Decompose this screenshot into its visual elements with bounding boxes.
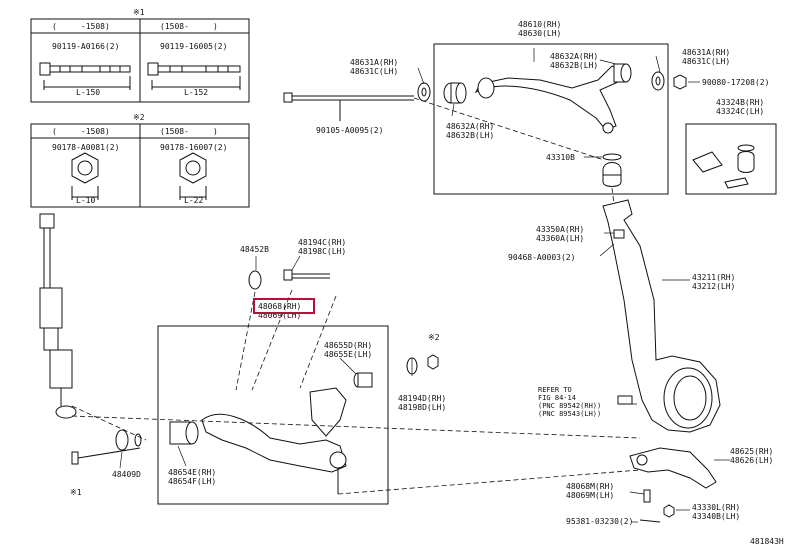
upper-bolt-90105 — [283, 92, 414, 121]
callout-48068[interactable]: 48068(RH) 48069(LH) — [258, 302, 302, 320]
figure-number: 481843H — [750, 537, 784, 546]
callout-refer-to[interactable]: REFER TO FIG 84-14 (PNC 89542(RH)) (PNC … — [538, 386, 602, 418]
cotter-pin-95381 — [639, 519, 661, 523]
callout-43310[interactable]: 43310B — [546, 153, 575, 162]
nut-left — [71, 152, 99, 200]
callout-90080[interactable]: 90080-17208(2) — [702, 78, 770, 87]
bolt-43350a — [613, 229, 625, 239]
callout-48631a-left[interactable]: 48631A(RH) 48631C(LH) — [350, 58, 399, 76]
callout-48625[interactable]: 48625(RH) 48626(LH) — [730, 447, 774, 465]
callout-48610[interactable]: 48610(RH) 48630(LH) — [518, 20, 562, 38]
callout-43330[interactable]: 43330L(RH) 43340B(LH) — [692, 503, 741, 521]
inset-box-1-dim-right: L-152 — [184, 88, 209, 97]
callout-90105[interactable]: 90105-A0095(2) — [316, 126, 384, 135]
inset-box-1-mark: ※1 — [133, 8, 145, 17]
callout-48632a-low[interactable]: 48632A(RH) 48632B(LH) — [446, 122, 495, 140]
inset-box-1-dim-left: L-150 — [76, 88, 101, 97]
nut-mark-2 — [427, 354, 439, 370]
callout-mark-1: ※1 — [70, 488, 82, 497]
callout-48632a[interactable]: 48632A(RH) 48632B(LH) — [550, 52, 599, 70]
washer-48452b — [248, 270, 262, 290]
nut-90080 — [673, 74, 687, 90]
callout-43324[interactable]: 43324B(RH) 43324C(LH) — [716, 98, 765, 116]
callout-43211[interactable]: 43211(RH) 43212(LH) — [692, 273, 736, 291]
steering-arm-48625 — [629, 447, 717, 489]
nut-43330 — [663, 504, 675, 518]
inset-box-1-col-header-left: ( -1508) — [52, 22, 110, 31]
inset-box-2-col-header-right: (1508- ) — [160, 127, 218, 136]
upper-control-arm — [474, 65, 627, 131]
bolt-left-lower — [71, 451, 79, 465]
boot-kit-frame — [685, 123, 777, 195]
highlight-48068 — [253, 298, 315, 314]
callout-43350[interactable]: 43350A(RH) 43360A(LH) — [536, 225, 585, 243]
callout-90468[interactable]: 90468-A0003(2) — [508, 253, 576, 262]
bolt-long-right — [147, 62, 241, 90]
washer-48631a-right — [651, 71, 665, 91]
cam-48409 — [115, 429, 129, 451]
callout-48655[interactable]: 48655D(RH) 48655E(LH) — [324, 341, 373, 359]
upper-arm-group-frame — [433, 43, 669, 195]
inset-box-2-part-right: 90178-16007(2) — [160, 143, 228, 152]
inset-box-2-col-header-left: ( -1508) — [52, 127, 110, 136]
abs-sensor — [617, 395, 633, 405]
lower-arm-group-frame — [157, 325, 389, 505]
bolt-long-left — [39, 62, 131, 90]
inset-box-2-dim-right: L-22 — [184, 196, 204, 205]
callout-95381[interactable]: 95381-03230(2) — [566, 517, 634, 526]
callout-48194c[interactable]: 48194C(RH) 48198C(LH) — [298, 238, 347, 256]
inset-box-2-part-left: 90178-A0081(2) — [52, 143, 120, 152]
bolt-48194c — [283, 269, 293, 281]
callout-48068m[interactable]: 48068M(RH) 48069M(LH) — [566, 482, 615, 500]
callout-48194d[interactable]: 48194D(RH) 48198D(LH) — [398, 394, 447, 412]
inset-box-1-part-left: 90119-A0166(2) — [52, 42, 120, 51]
inset-box-1-part-right: 90119-16005(2) — [160, 42, 228, 51]
bolt-48068m — [643, 489, 651, 503]
callout-48452[interactable]: 48452B — [240, 245, 269, 254]
inset-box-1-col-header-right: (1508- ) — [160, 22, 218, 31]
washer-48631a-left — [417, 82, 431, 102]
callout-48654[interactable]: 48654E(RH) 48654F(LH) — [168, 468, 217, 486]
shock-absorber — [39, 213, 77, 419]
nut-right — [179, 152, 207, 200]
lower-control-arm — [201, 413, 347, 473]
inset-box-2-mark: ※2 — [133, 113, 145, 122]
boot-kit-parts — [692, 151, 723, 173]
inset-box-2-dim-left: L-10 — [76, 196, 96, 205]
callout-48409[interactable]: 48409D — [112, 470, 141, 479]
callout-mark-2: ※2 — [428, 333, 440, 342]
ball-joint-43310 — [602, 153, 622, 161]
callout-48631a-right[interactable]: 48631A(RH) 48631C(LH) — [682, 48, 731, 66]
